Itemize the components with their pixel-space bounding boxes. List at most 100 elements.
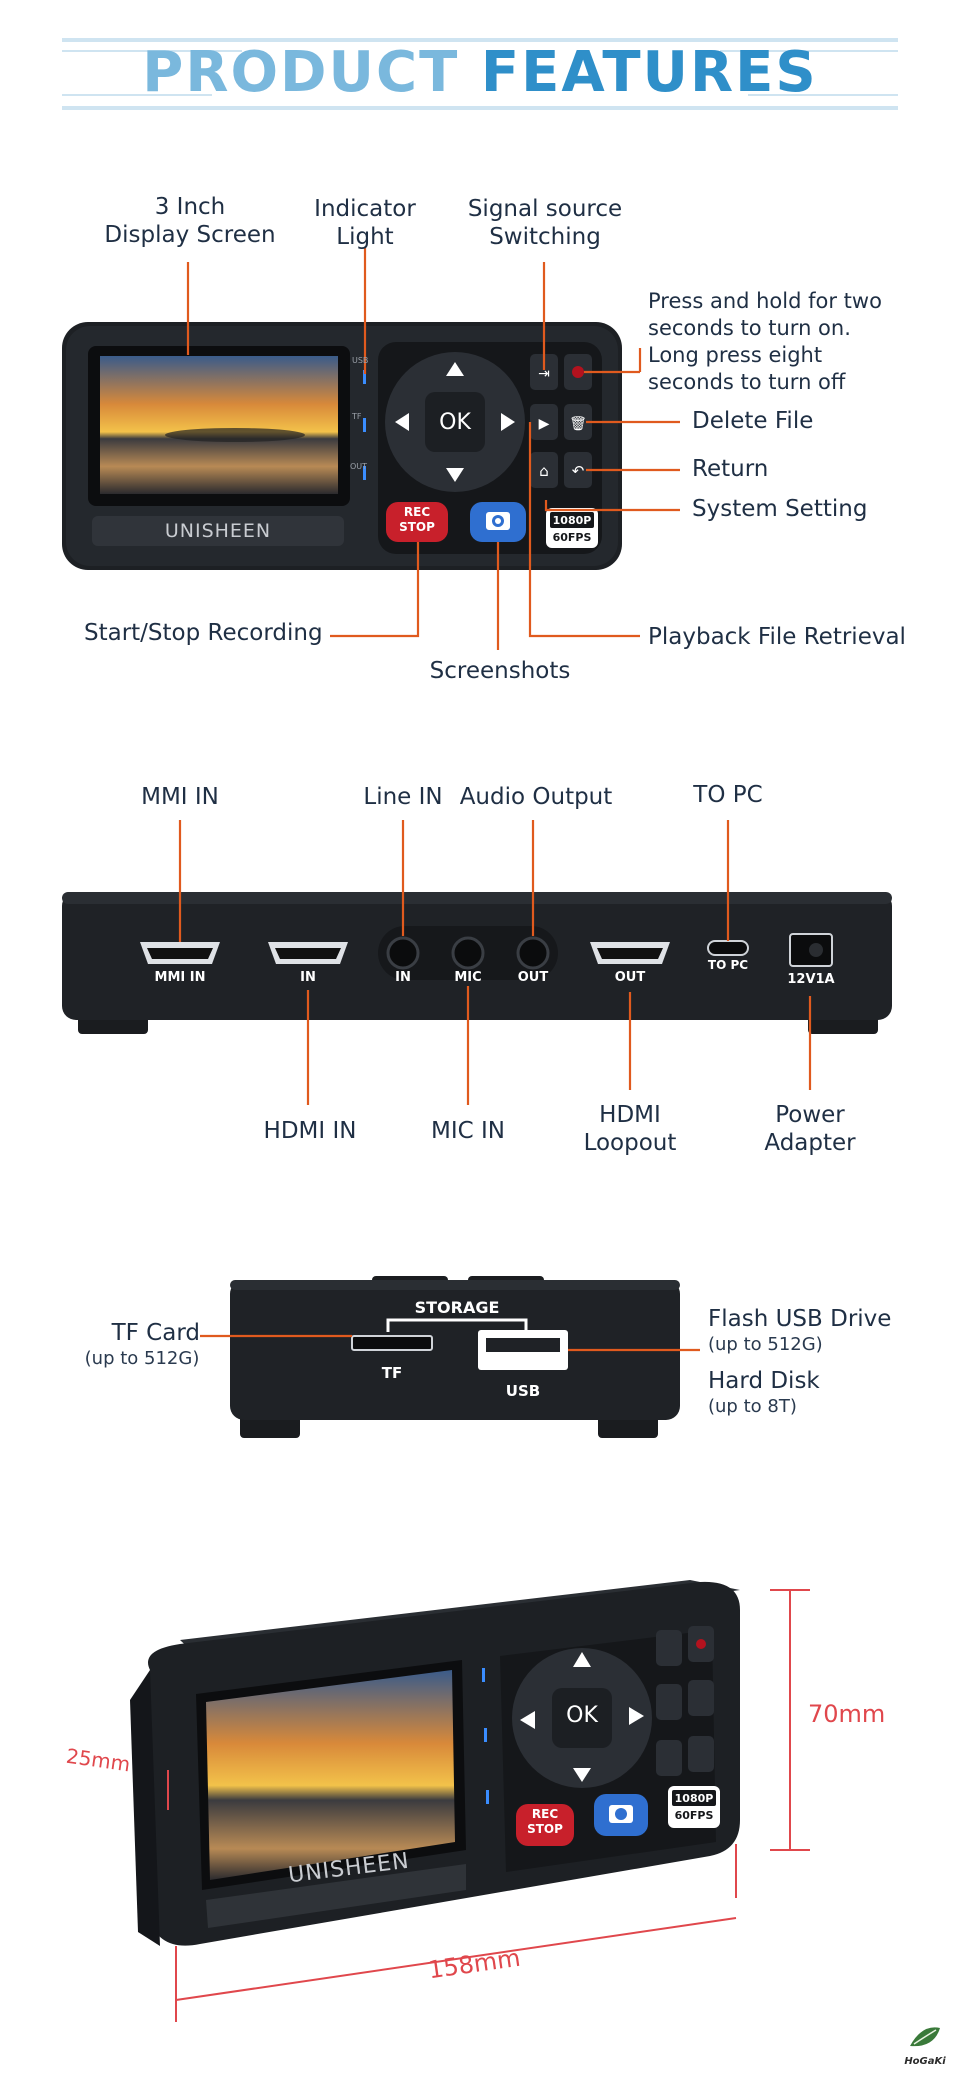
callout-recording xyxy=(330,542,420,638)
label-system: System Setting xyxy=(692,496,868,522)
label-return: Return xyxy=(692,456,769,482)
label-playback: Playback File Retrieval xyxy=(648,624,906,650)
label-power-line4: seconds to turn off xyxy=(648,370,846,394)
label-delete: Delete File xyxy=(692,408,814,434)
storage-bracket xyxy=(386,1318,528,1332)
perspective-badge-label: 1080P 60FPS xyxy=(668,1790,720,1824)
line-in-jack xyxy=(386,936,420,970)
label-hdmi-in: HDMI IN xyxy=(263,1118,357,1144)
side-mark-tf: TF xyxy=(352,412,362,421)
perspective-rec-line1: REC xyxy=(531,1807,559,1821)
label-power-line3: Long press eight xyxy=(648,343,823,367)
label-indicator-line2: Light xyxy=(336,223,394,250)
label-hdmi-loopout: HDMI Loopout xyxy=(560,1102,700,1157)
label-mmi-in: MMI IN xyxy=(141,784,219,810)
label-power-adapter-line1: Power xyxy=(775,1102,845,1128)
label-loop-line1: HDMI xyxy=(599,1102,661,1128)
port-mic: MIC xyxy=(454,970,482,985)
header-rule-left xyxy=(62,50,242,52)
hard-disk-sub: (up to 8T) xyxy=(708,1396,797,1417)
perspective-rec-button xyxy=(516,1804,574,1846)
tf-card-title: TF Card xyxy=(111,1320,200,1346)
label-start-stop: Start/Stop Recording xyxy=(84,620,323,646)
usb-port-label: USB xyxy=(505,1382,541,1400)
header-rule-bottom xyxy=(62,106,898,110)
label-display-line1: 3 Inch xyxy=(154,194,226,220)
port-out: OUT xyxy=(517,970,549,985)
title-part1: PRODUCT xyxy=(142,40,460,105)
rec-line1: REC xyxy=(403,505,431,519)
audio-out-jack xyxy=(516,936,550,970)
label-power-line1: Press and hold for two xyxy=(648,289,882,313)
svg-text:▶: ▶ xyxy=(539,416,550,432)
watermark-text: HoGaKi xyxy=(904,2056,946,2067)
label-signal-line1: Signal source xyxy=(467,196,623,222)
title-part2: FEATURES xyxy=(480,40,818,105)
signal-switch-button xyxy=(530,354,558,390)
ok-label: OK xyxy=(439,410,471,435)
flash-usb-sub: (up to 512G) xyxy=(708,1334,823,1355)
badge-line1: 1080P xyxy=(552,514,592,527)
tf-slot xyxy=(351,1335,433,1351)
label-loop-line2: Loopout xyxy=(583,1129,677,1156)
svg-text:⇥: ⇥ xyxy=(538,366,550,382)
header-rule-right2 xyxy=(748,94,898,96)
port-in: IN xyxy=(395,970,411,985)
label-audio-output: Audio Output xyxy=(459,784,613,810)
perspective-rec-line2: STOP xyxy=(527,1822,563,1836)
port-power: 12V1A xyxy=(787,972,835,987)
label-power: Press and hold for two seconds to turn o… xyxy=(648,288,948,396)
right-arrow-icon xyxy=(501,413,515,431)
page-title: PRODUCT FEATURES xyxy=(0,40,960,105)
callout-system xyxy=(544,500,680,512)
label-power-line2: seconds to turn on. xyxy=(648,316,851,340)
tf-port-label: TF xyxy=(381,1364,403,1382)
side-mark-usb: USB xyxy=(352,356,369,365)
port-to-pc: TO PC xyxy=(707,958,749,972)
brand-plate xyxy=(92,516,344,546)
header-rule-right xyxy=(720,50,898,52)
leaf-icon xyxy=(910,2027,940,2047)
left-arrow-icon xyxy=(395,413,409,431)
storage-group-label: STORAGE xyxy=(412,1298,502,1317)
perspective-device-drawing xyxy=(130,1580,810,2022)
label-indicator: Indicator Light xyxy=(300,196,430,251)
header-rule-left2 xyxy=(62,94,212,96)
ok-button xyxy=(425,392,485,452)
rear-device-drawing xyxy=(62,820,892,1105)
home-button xyxy=(530,452,558,488)
mic-jack xyxy=(451,936,485,970)
playback-button xyxy=(530,404,558,440)
badge-line2: 60FPS xyxy=(552,531,592,544)
label-power-adapter-line2: Adapter xyxy=(764,1129,856,1156)
port-hdmi-out: OUT xyxy=(614,970,646,985)
label-to-pc: TO PC xyxy=(693,782,763,808)
svg-text:⌂: ⌂ xyxy=(539,462,549,480)
perspective-badge-line2: 60FPS xyxy=(674,1809,714,1822)
label-power-adapter: Power Adapter xyxy=(740,1102,880,1157)
rec-line2: STOP xyxy=(399,520,435,534)
dimension-lines xyxy=(167,1589,810,2022)
label-line-in: Line IN xyxy=(363,784,443,810)
delete-button xyxy=(564,404,592,440)
tf-card-sub: (up to 512G) xyxy=(84,1348,200,1369)
port-mmi-in: MMI IN xyxy=(154,970,206,985)
up-arrow-icon xyxy=(446,362,464,376)
label-indicator-line1: Indicator xyxy=(314,196,416,222)
down-arrow-icon xyxy=(446,468,464,482)
side-device-body xyxy=(230,1280,680,1420)
front-device-drawing: ⇥ ▶ 🗑 ⌂ ↶ xyxy=(62,248,680,650)
port-hdmi-in: IN xyxy=(300,970,316,985)
label-hard-disk: Hard Disk xyxy=(708,1368,820,1394)
callout-playback xyxy=(528,422,640,638)
label-display-line2: Display Screen xyxy=(104,221,276,248)
front-brand: UNISHEEN xyxy=(164,520,272,542)
label-screenshots: Screenshots xyxy=(429,658,571,684)
perspective-ok-label: OK xyxy=(566,1703,598,1728)
label-signal: Signal source Switching xyxy=(460,196,630,251)
svg-text:↶: ↶ xyxy=(572,462,585,480)
label-display: 3 Inch Display Screen xyxy=(90,194,290,249)
label-tf-card: TF Card xyxy=(90,1320,200,1346)
header-rule-top xyxy=(62,38,898,42)
watermark-logo: HoGaKi xyxy=(900,2022,950,2070)
